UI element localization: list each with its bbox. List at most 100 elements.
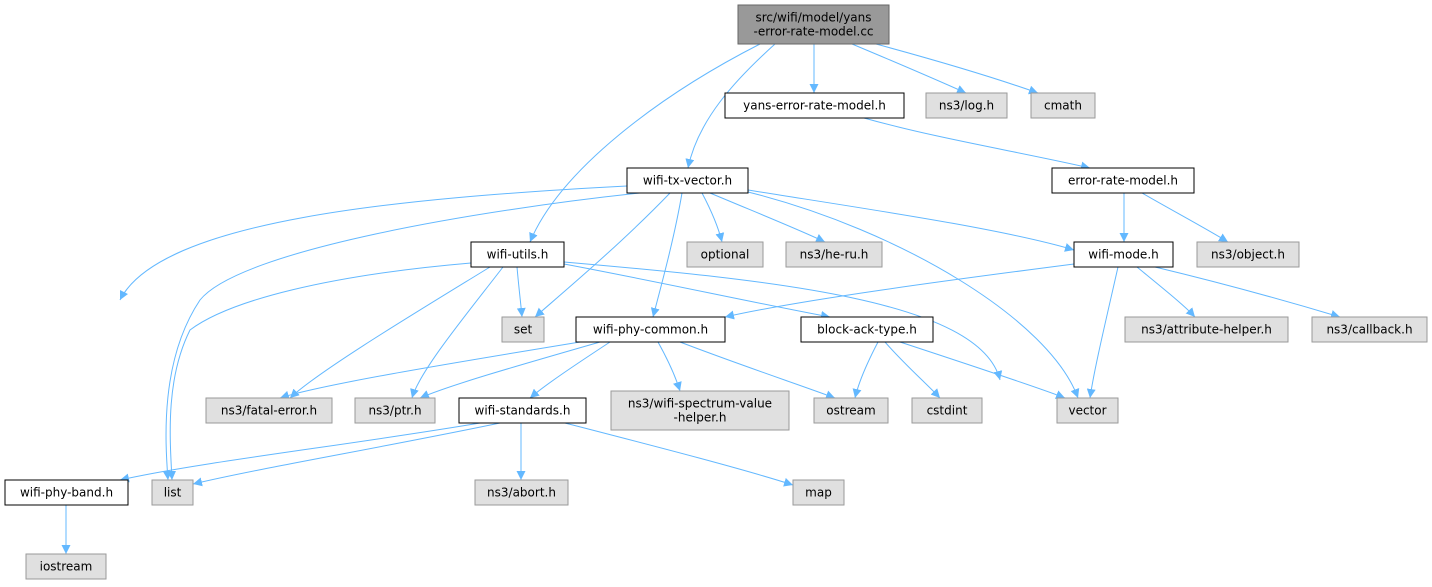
node-box xyxy=(1030,92,1096,119)
node-label: wifi-phy-common.h xyxy=(593,323,708,337)
node-label: -error-rate-model.cc xyxy=(753,25,873,39)
node-box xyxy=(724,92,905,119)
node-wifi-tx-vector[interactable]: wifi-tx-vector.h xyxy=(626,167,749,194)
node-label: wifi-mode.h xyxy=(1088,248,1159,262)
node-vector: vector xyxy=(1056,397,1119,424)
node-box xyxy=(1124,316,1289,343)
node-ns3-abort: ns3/abort.h xyxy=(474,479,569,506)
edge-wifi-phy-common-to-wifi-standards xyxy=(529,341,611,399)
node-label: optional xyxy=(701,248,750,262)
node-wifi-phy-common[interactable]: wifi-phy-common.h xyxy=(575,316,726,343)
node-box xyxy=(737,4,890,45)
node-box xyxy=(610,390,790,431)
edge-yans-erm-h-to-error-rate-model xyxy=(863,117,1091,171)
node-map: map xyxy=(792,479,845,506)
edge-wifi-tx-vector-to-ns3-he-ru xyxy=(709,192,826,243)
node-ostream: ostream xyxy=(813,397,889,424)
node-label: ostream xyxy=(826,404,875,418)
node-ns3-ptr: ns3/ptr.h xyxy=(354,397,436,424)
node-ns3-log: ns3/log.h xyxy=(925,92,1008,119)
node-box xyxy=(626,167,749,194)
node-box xyxy=(470,241,565,268)
edge-wifi-standards-to-map xyxy=(564,422,794,487)
node-label: yans-error-rate-model.h xyxy=(743,99,886,113)
edge-wifi-utils-to-map xyxy=(563,261,1003,381)
edge-block-ack-type-to-cstdint xyxy=(884,341,941,399)
node-error-rate-model[interactable]: error-rate-model.h xyxy=(1051,167,1195,194)
node-ns3-object: ns3/object.h xyxy=(1196,241,1300,268)
edge-wifi-mode-to-vector xyxy=(1086,266,1119,399)
node-label: iostream xyxy=(40,560,93,574)
node-set: set xyxy=(501,316,545,343)
edge-wifi-utils-to-block-ack-type xyxy=(563,263,831,320)
dependency-edges xyxy=(61,43,1341,554)
node-box xyxy=(458,397,587,424)
edge-wifi-tx-vector-to-wifi-phy-band xyxy=(119,185,628,301)
node-box xyxy=(474,479,569,506)
edge-wifi-tx-vector-to-set xyxy=(534,192,671,318)
node-ns3-callback: ns3/callback.h xyxy=(1311,316,1428,343)
node-wifi-phy-band[interactable]: wifi-phy-band.h xyxy=(4,479,129,506)
node-box xyxy=(205,397,333,424)
node-label: -helper.h xyxy=(674,411,727,425)
node-list: list xyxy=(151,479,194,506)
node-box xyxy=(501,316,545,343)
edge-wifi-tx-vector-to-wifi-phy-common xyxy=(650,192,683,318)
node-label: ns3/attribute-helper.h xyxy=(1141,323,1272,337)
node-yans-erm-h[interactable]: yans-error-rate-model.h xyxy=(724,92,905,119)
edge-root-to-cmath xyxy=(875,43,1039,95)
node-box xyxy=(1196,241,1300,268)
edge-wifi-phy-common-to-ostream xyxy=(679,341,836,400)
node-label: error-rate-model.h xyxy=(1068,174,1178,188)
edge-wifi-utils-to-set xyxy=(516,266,526,318)
node-box xyxy=(792,479,845,506)
edge-wifi-utils-to-ns3-fatal-error xyxy=(289,266,491,399)
node-wifi-standards[interactable]: wifi-standards.h xyxy=(458,397,587,424)
node-label: ns3/abort.h xyxy=(487,486,556,500)
node-box xyxy=(4,479,129,506)
node-label: ns3/object.h xyxy=(1211,248,1285,262)
edge-wifi-standards-to-wifi-phy-band xyxy=(119,422,481,483)
edge-block-ack-type-to-ostream xyxy=(852,341,879,399)
edge-wifi-phy-common-to-ns3-ptr xyxy=(419,341,601,399)
edge-root-to-ns3-log xyxy=(851,43,967,94)
edge-wifi-mode-to-ns3-attribute-helper xyxy=(1136,266,1196,318)
node-ns3-fatal-error: ns3/fatal-error.h xyxy=(205,397,333,424)
node-wifi-mode[interactable]: wifi-mode.h xyxy=(1073,241,1174,268)
node-wifi-utils[interactable]: wifi-utils.h xyxy=(470,241,565,268)
node-box xyxy=(151,479,194,506)
node-root[interactable]: src/wifi/model/yans-error-rate-model.cc xyxy=(737,4,890,45)
node-label: vector xyxy=(1068,404,1106,418)
node-block-ack-type[interactable]: block-ack-type.h xyxy=(800,316,934,343)
node-optional: optional xyxy=(686,241,764,268)
node-cstdint: cstdint xyxy=(911,397,983,424)
node-label: map xyxy=(805,486,832,500)
edge-wifi-mode-to-ns3-callback xyxy=(1154,266,1341,319)
node-label: ns3/wifi-spectrum-value xyxy=(628,397,772,411)
edge-wifi-standards-to-list xyxy=(192,422,501,487)
node-box xyxy=(575,316,726,343)
edge-wifi-phy-common-to-ns3-fatal-error xyxy=(279,341,581,400)
node-box xyxy=(1311,316,1428,343)
node-box xyxy=(800,316,934,343)
edge-root-to-wifi-tx-vector xyxy=(685,43,776,169)
edge-wifi-tx-vector-to-optional xyxy=(701,192,725,243)
edge-wifi-tx-vector-to-list xyxy=(162,192,641,481)
node-box xyxy=(785,241,883,268)
node-ns3-attribute-helper: ns3/attribute-helper.h xyxy=(1124,316,1289,343)
node-box xyxy=(813,397,889,424)
node-label: wifi-tx-vector.h xyxy=(643,174,732,188)
node-label: wifi-utils.h xyxy=(487,248,549,262)
node-box xyxy=(1056,397,1119,424)
node-box xyxy=(911,397,983,424)
node-box xyxy=(25,553,107,580)
node-label: set xyxy=(514,323,533,337)
node-box xyxy=(686,241,764,268)
node-label: src/wifi/model/yans xyxy=(755,11,871,25)
node-iostream: iostream xyxy=(25,553,107,580)
node-label: block-ack-type.h xyxy=(817,323,917,337)
node-label: cstdint xyxy=(927,404,968,418)
node-box xyxy=(354,397,436,424)
node-label: ns3/fatal-error.h xyxy=(221,404,317,418)
